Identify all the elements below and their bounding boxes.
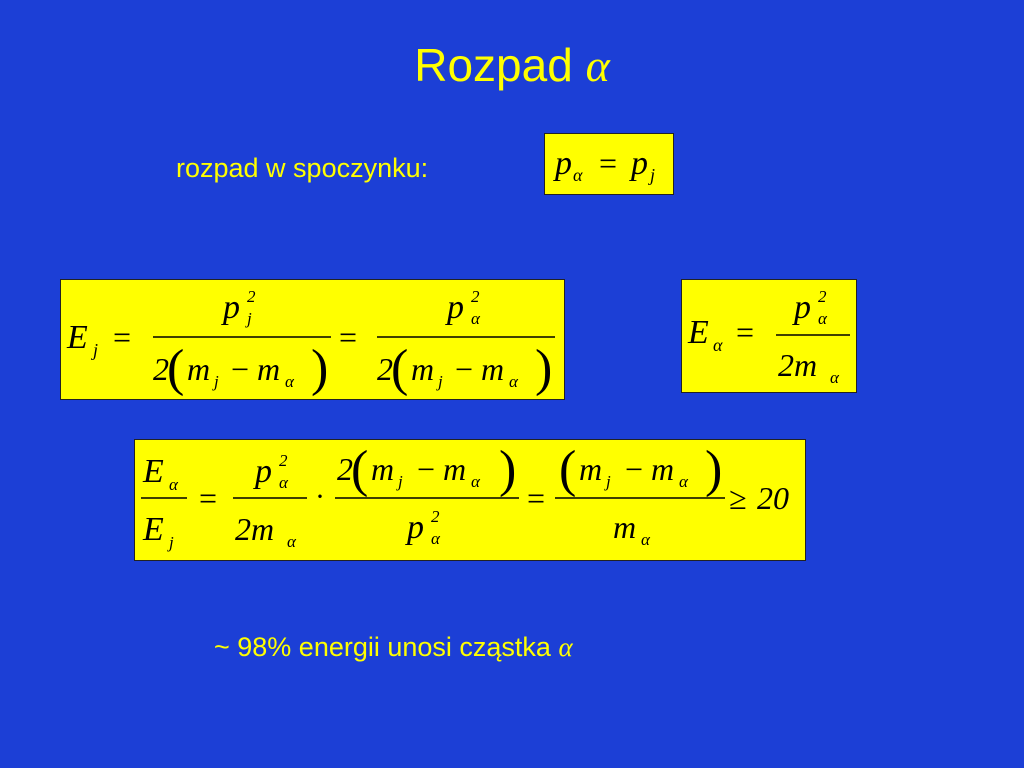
svg-text:=: = (527, 480, 545, 516)
svg-text:−: − (625, 451, 643, 487)
svg-text:−: − (455, 351, 473, 387)
svg-text:): ) (499, 441, 516, 498)
svg-text:≥: ≥ (729, 480, 747, 516)
svg-text:α: α (287, 532, 297, 551)
svg-text:E: E (142, 511, 164, 548)
svg-text:=: = (113, 319, 131, 355)
svg-text:j: j (604, 472, 611, 491)
svg-text:2: 2 (279, 451, 288, 470)
svg-text:α: α (713, 335, 723, 355)
svg-text:α: α (279, 473, 289, 492)
svg-text:(: ( (559, 441, 576, 498)
recoil-energy-equation: E j = p 2 j 2 ( m j − m α ) = p 2 α 2 ( … (66, 287, 555, 397)
svg-text:m: m (411, 351, 434, 387)
svg-text:α: α (679, 472, 689, 491)
svg-text:p: p (253, 453, 272, 490)
svg-text:2: 2 (471, 287, 480, 306)
svg-text:j: j (91, 340, 98, 360)
svg-text:p: p (629, 145, 648, 182)
recoil-energy-box: E j = p 2 j 2 ( m j − m α ) = p 2 α 2 ( … (60, 279, 565, 400)
svg-text:α: α (471, 309, 481, 328)
title-alpha-symbol: α (585, 40, 610, 91)
svg-text:=: = (736, 314, 754, 350)
svg-text:m: m (257, 351, 280, 387)
svg-text:p: p (553, 145, 572, 182)
svg-text:=: = (339, 319, 357, 355)
svg-text:p: p (792, 289, 811, 326)
svg-text:m: m (579, 451, 602, 487)
svg-text:2: 2 (818, 287, 827, 306)
alpha-energy-equation: E α = p 2 α 2m α (687, 287, 850, 387)
svg-text:j: j (167, 533, 174, 552)
svg-text:m: m (187, 351, 210, 387)
svg-text:α: α (830, 368, 840, 387)
svg-text:m: m (613, 509, 636, 545)
svg-text:p: p (405, 509, 424, 546)
svg-text:E: E (687, 314, 709, 351)
svg-text:−: − (417, 451, 435, 487)
title-text: Rozpad (414, 39, 573, 91)
svg-text:α: α (169, 475, 179, 494)
alpha-energy-box: E α = p 2 α 2m α (681, 279, 857, 393)
svg-text:α: α (431, 529, 441, 548)
svg-text:j: j (212, 372, 219, 391)
svg-text:m: m (371, 451, 394, 487)
svg-text:α: α (509, 372, 519, 391)
svg-text:): ) (705, 441, 722, 498)
svg-text:20: 20 (757, 480, 789, 516)
svg-text:E: E (66, 319, 88, 356)
conclusion-text: ~ 98% energii unosi cząstka α (214, 632, 573, 663)
conclusion-label: ~ 98% energii unosi cząstka (214, 632, 551, 662)
svg-text:α: α (818, 309, 828, 328)
svg-text:·: · (315, 480, 325, 513)
svg-text:j: j (245, 309, 252, 328)
svg-text:j: j (436, 372, 443, 391)
svg-text:2: 2 (337, 451, 353, 487)
energy-ratio-equation: E α E j = p 2 α 2m α · 2 ( m j − m α ) p… (141, 441, 789, 552)
svg-text:): ) (311, 340, 328, 397)
svg-text:2: 2 (377, 351, 393, 387)
svg-text:α: α (641, 530, 651, 549)
energy-ratio-box: E α E j = p 2 α 2m α · 2 ( m j − m α ) p… (134, 439, 806, 561)
slide-title: Rozpad α (0, 38, 1024, 92)
momentum-equation: p α = p j (553, 145, 655, 185)
svg-text:2: 2 (431, 507, 440, 526)
svg-text:p: p (445, 289, 464, 326)
svg-text:m: m (481, 351, 504, 387)
rest-decay-label: rozpad w spoczynku: (176, 153, 429, 183)
svg-text:(: ( (167, 340, 184, 397)
svg-text:2: 2 (153, 351, 169, 387)
svg-text:2m: 2m (778, 347, 817, 383)
svg-text:j: j (396, 472, 403, 491)
svg-text:j: j (648, 165, 655, 185)
svg-text:=: = (199, 480, 217, 516)
momentum-equation-box: p α = p j (544, 133, 674, 195)
svg-text:m: m (651, 451, 674, 487)
svg-text:(: ( (391, 340, 408, 397)
svg-text:=: = (599, 145, 617, 181)
svg-text:−: − (231, 351, 249, 387)
svg-text:): ) (535, 340, 552, 397)
svg-text:α: α (471, 472, 481, 491)
svg-text:m: m (443, 451, 466, 487)
svg-text:E: E (142, 453, 164, 490)
svg-text:α: α (285, 372, 295, 391)
svg-text:α: α (573, 165, 583, 185)
svg-text:p: p (221, 289, 240, 326)
svg-text:(: ( (351, 441, 368, 498)
svg-text:2m: 2m (235, 511, 274, 547)
conclusion-alpha-symbol: α (558, 632, 573, 662)
svg-text:2: 2 (247, 287, 256, 306)
